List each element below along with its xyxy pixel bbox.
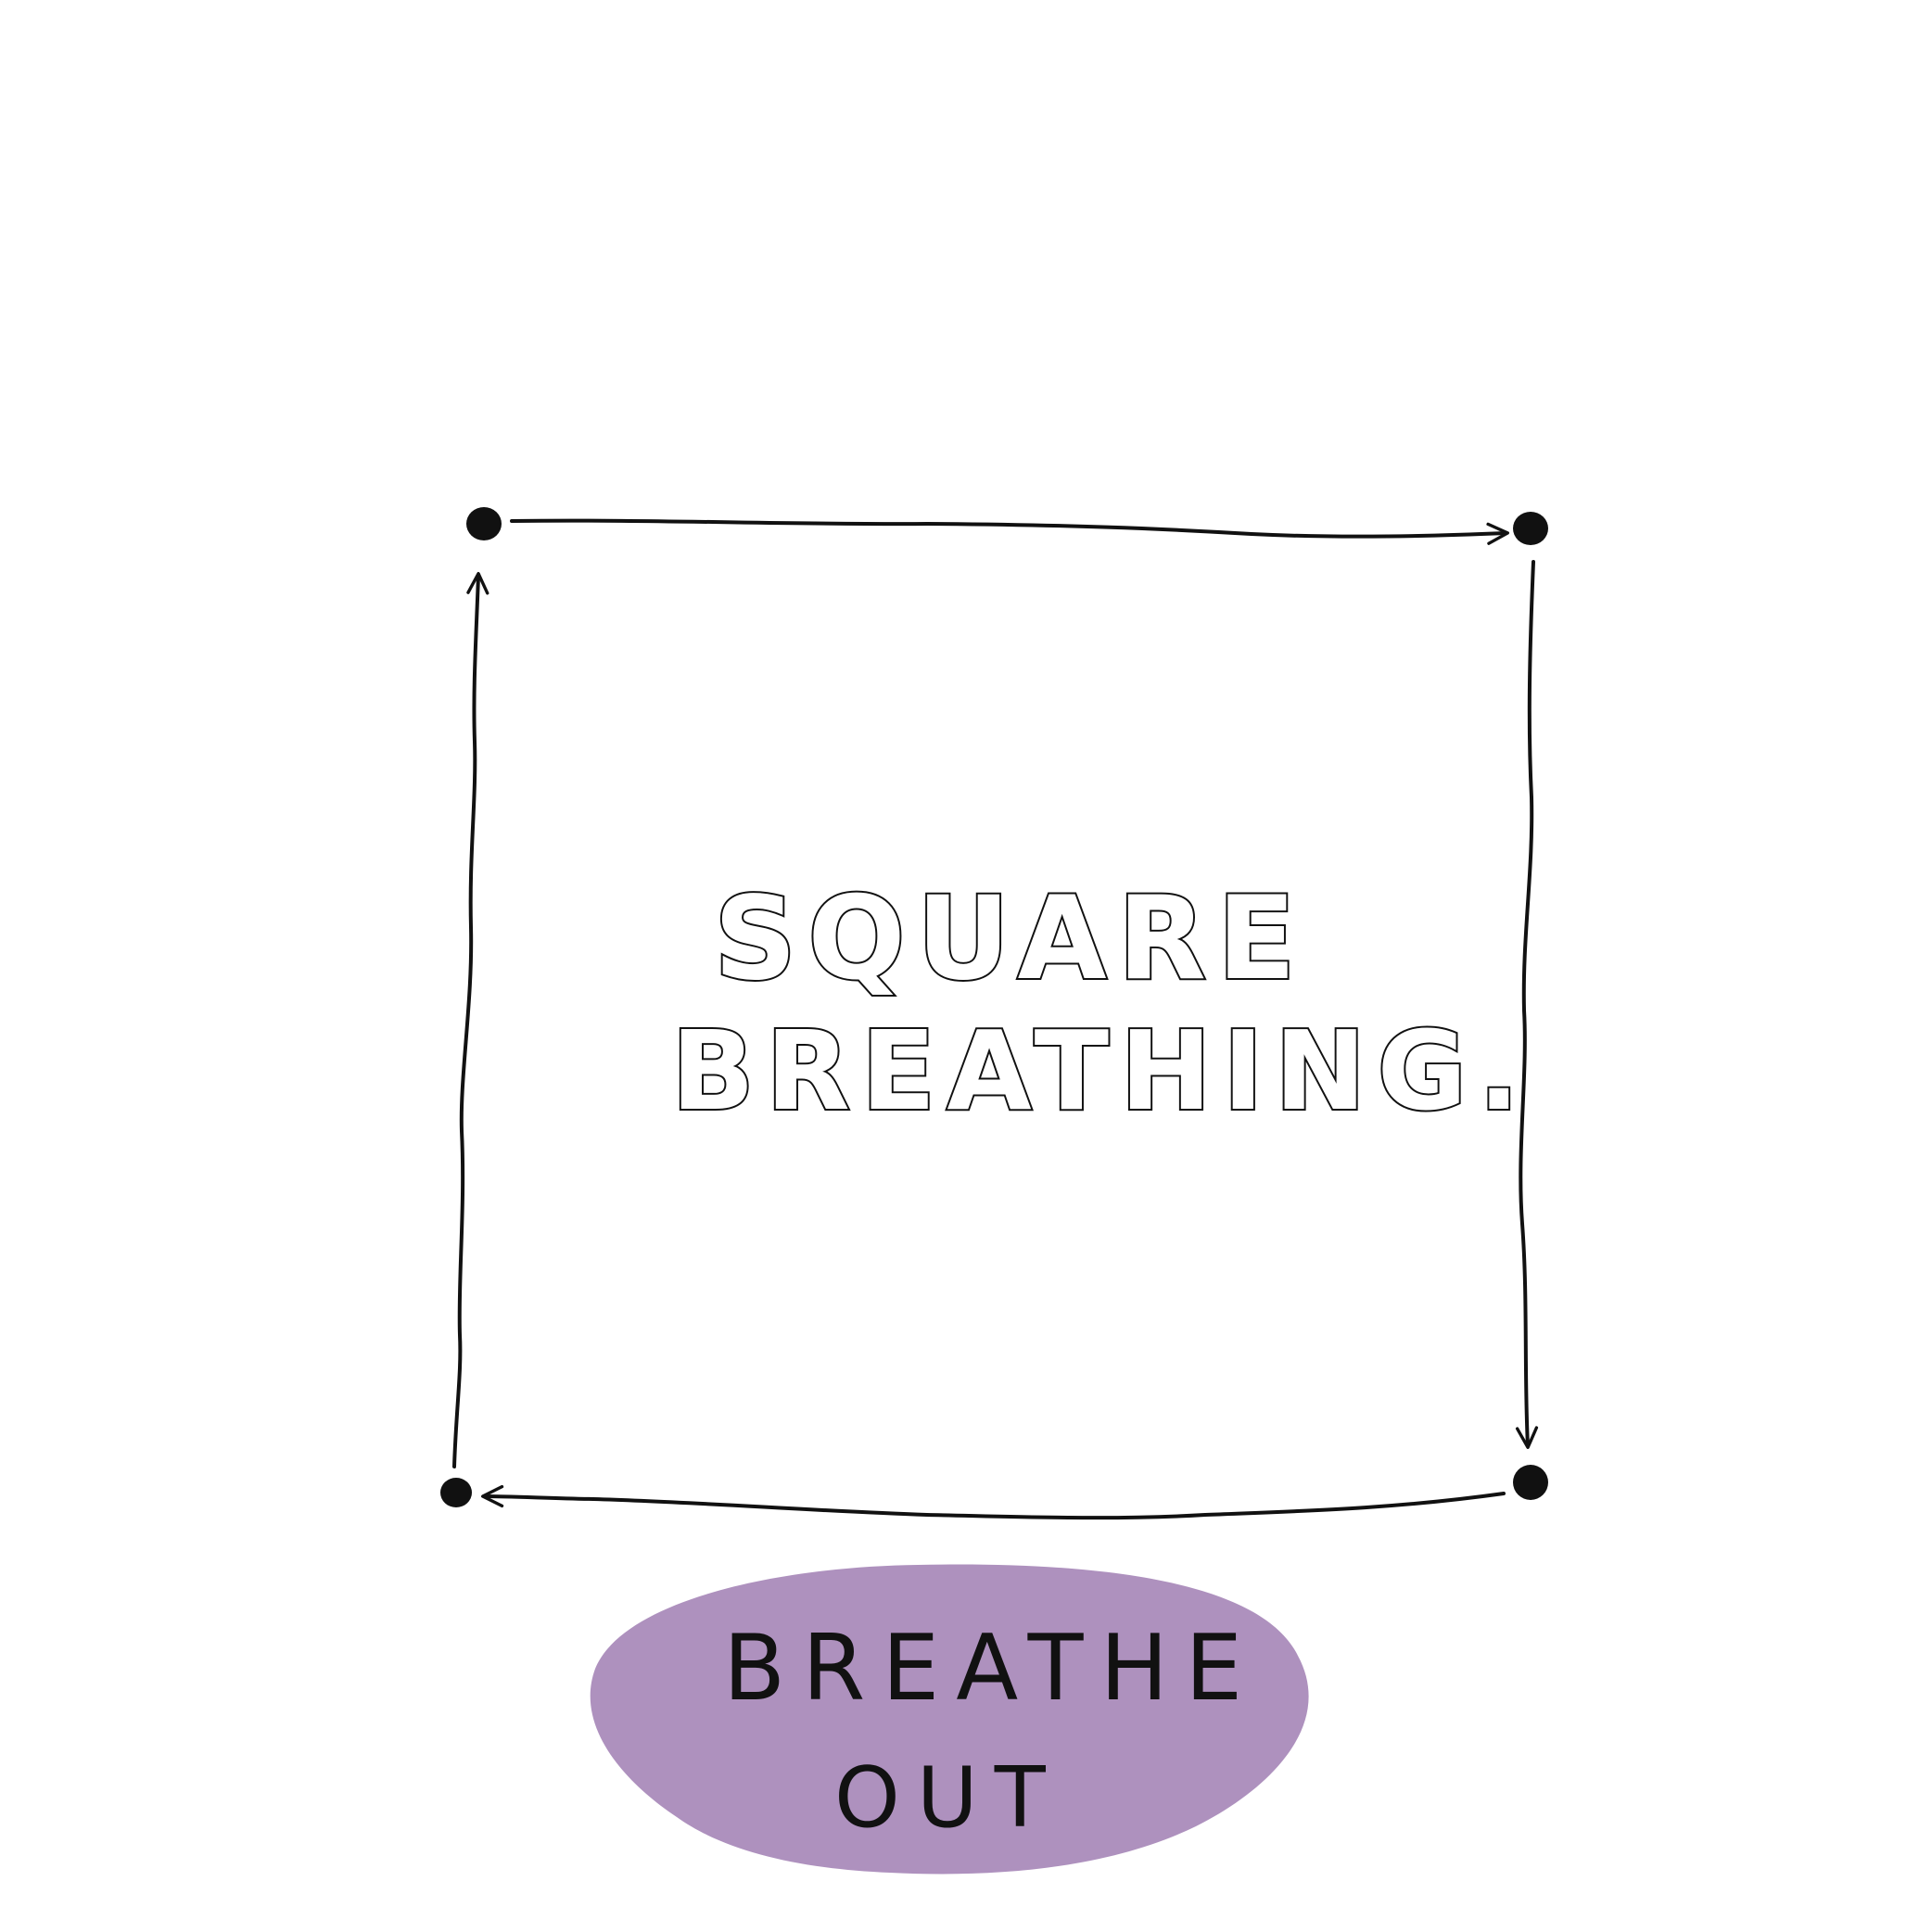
dot-top-right	[1513, 512, 1548, 545]
step-line-2: OUT	[834, 1749, 1062, 1847]
bottom-arrow	[481, 1484, 1506, 1520]
title-line-1: SQUARE	[714, 872, 1307, 1006]
dot-top-left	[466, 507, 502, 540]
step-line-1: BREATHE	[723, 1616, 1259, 1722]
right-arrow	[1515, 560, 1539, 1449]
dot-bottom-right	[1513, 1465, 1548, 1500]
title-line-2: BREATHING.	[671, 1007, 1531, 1135]
step-blob	[590, 1564, 1309, 1875]
left-arrow	[452, 572, 489, 1468]
top-arrow	[510, 518, 1509, 545]
dot-bottom-left	[440, 1478, 472, 1507]
